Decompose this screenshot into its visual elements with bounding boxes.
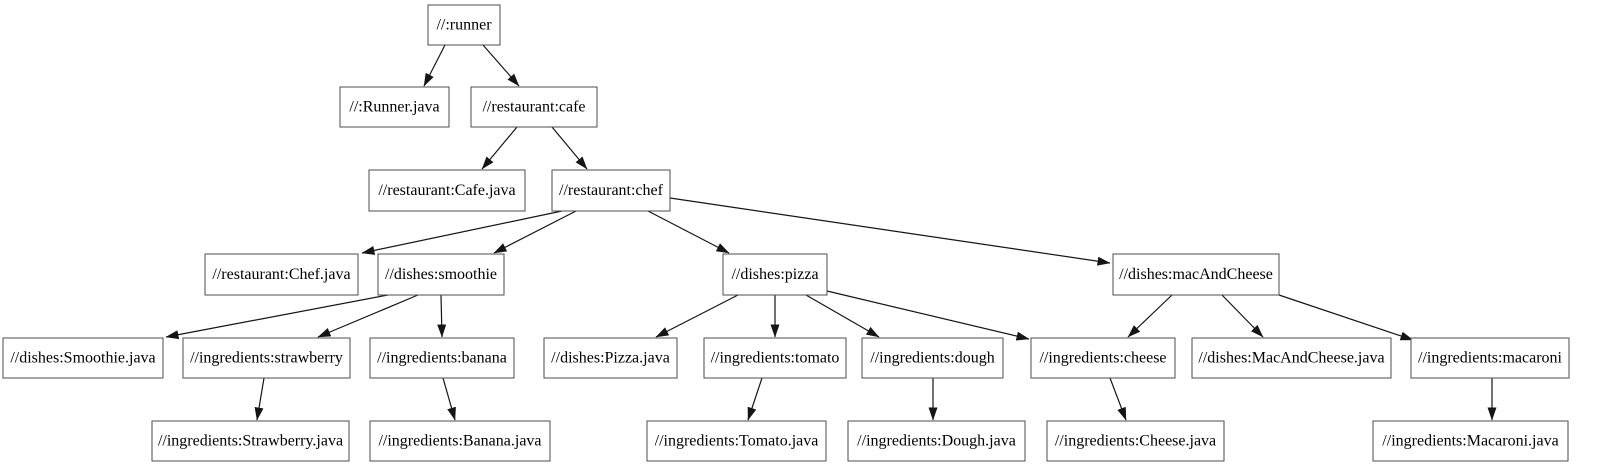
node-box-dough-java <box>847 420 1026 462</box>
node-cheese-java: //ingredients:Cheese.java <box>1046 420 1225 462</box>
node-box-pizza <box>722 253 828 296</box>
node-macaroni-java: //ingredients:Macaroni.java <box>1372 420 1569 462</box>
node-pizza: //dishes:pizza <box>722 253 828 296</box>
node-label-cafe: //restaurant:cafe <box>482 99 585 116</box>
node-label-chef: //restaurant:chef <box>559 182 664 199</box>
node-label-dough: //ingredients:dough <box>870 350 994 367</box>
edge-runner-to-runner-java <box>423 44 446 87</box>
node-mac-and-cheese: //dishes:macAndCheese <box>1112 253 1280 296</box>
node-box-smoothie-java <box>2 337 164 379</box>
node-banana: //ingredients:banana <box>369 337 515 379</box>
node-box-strawberry <box>182 337 351 379</box>
node-smoothie: //dishes:smoothie <box>377 253 505 296</box>
node-runner: //:runner <box>427 4 501 46</box>
node-box-banana-java <box>369 420 551 462</box>
node-box-cafe-java <box>368 169 526 212</box>
node-box-chef <box>551 169 671 212</box>
node-box-runner <box>427 4 501 46</box>
node-mac-and-cheese-java: //dishes:MacAndCheese.java <box>1191 337 1392 379</box>
node-label-pizza: //dishes:pizza <box>731 266 818 283</box>
node-label-strawberry: //ingredients:strawberry <box>190 350 343 367</box>
node-label-pizza-java: //dishes:Pizza.java <box>551 350 670 367</box>
node-box-smoothie <box>377 253 505 296</box>
node-label-banana-java: //ingredients:Banana.java <box>378 433 541 450</box>
node-cafe: //restaurant:cafe <box>470 86 598 128</box>
node-label-cheese-java: //ingredients:Cheese.java <box>1055 433 1216 450</box>
node-box-mac-and-cheese <box>1112 253 1280 296</box>
edge-chef-to-chef-java <box>361 210 563 255</box>
node-label-chef-java: //restaurant:Chef.java <box>212 266 350 283</box>
edge-chef-to-pizza <box>647 210 730 254</box>
node-label-smoothie-java: //dishes:Smoothie.java <box>10 350 155 367</box>
node-box-macaroni-java <box>1372 420 1569 462</box>
edge-cheese-to-cheese-java <box>1109 377 1127 421</box>
node-label-mac-and-cheese-java: //dishes:MacAndCheese.java <box>1198 350 1384 367</box>
node-label-banana: //ingredients:banana <box>377 350 507 367</box>
node-tomato: //ingredients:tomato <box>703 337 847 379</box>
edge-cafe-to-cafe-java <box>481 126 518 170</box>
edge-chef-to-mac-and-cheese <box>669 197 1111 266</box>
node-label-macaroni-java: //ingredients:Macaroni.java <box>1382 433 1558 450</box>
edge-mac-and-cheese-to-cheese <box>1127 294 1173 338</box>
node-tomato-java: //ingredients:Tomato.java <box>646 420 827 462</box>
node-box-tomato-java <box>646 420 827 462</box>
edge-pizza-to-cheese <box>826 290 1030 341</box>
node-box-tomato <box>703 337 847 379</box>
node-label-strawberry-java: //ingredients:Strawberry.java <box>158 433 343 450</box>
node-box-runner-java <box>339 86 450 128</box>
node-box-strawberry-java <box>151 420 350 462</box>
node-cheese: //ingredients:cheese <box>1030 337 1176 379</box>
node-banana-java: //ingredients:Banana.java <box>369 420 551 462</box>
edge-pizza-to-dough <box>805 294 880 338</box>
edge-cafe-to-chef <box>551 126 588 170</box>
node-label-tomato: //ingredients:tomato <box>711 350 840 367</box>
node-box-pizza-java <box>543 337 678 379</box>
node-box-cheese-java <box>1046 420 1225 462</box>
node-box-macaroni <box>1410 337 1570 379</box>
edge-smoothie-to-smoothie-java <box>165 294 389 340</box>
node-label-runner-java: //:Runner.java <box>349 99 439 116</box>
node-strawberry: //ingredients:strawberry <box>182 337 351 379</box>
node-cafe-java: //restaurant:Cafe.java <box>368 169 526 212</box>
edge-mac-and-cheese-to-macaroni <box>1278 294 1414 341</box>
edge-tomato-to-tomato-java <box>747 377 763 421</box>
edge-chef-to-smoothie <box>493 210 577 254</box>
edge-runner-to-cafe <box>482 44 520 87</box>
node-chef: //restaurant:chef <box>551 169 671 212</box>
edges-layer <box>165 44 1497 421</box>
node-label-cafe-java: //restaurant:Cafe.java <box>378 182 515 199</box>
node-label-tomato-java: //ingredients:Tomato.java <box>655 433 819 450</box>
node-label-runner: //:runner <box>436 17 492 34</box>
node-dough-java: //ingredients:Dough.java <box>847 420 1026 462</box>
node-strawberry-java: //ingredients:Strawberry.java <box>151 420 350 462</box>
node-box-chef-java <box>204 253 359 296</box>
edge-pizza-to-pizza-java <box>655 294 739 338</box>
node-runner-java: //:Runner.java <box>339 86 450 128</box>
node-box-banana <box>369 337 515 379</box>
edge-smoothie-to-banana <box>437 294 447 338</box>
node-box-cheese <box>1030 337 1176 379</box>
node-box-dough <box>861 337 1004 379</box>
node-box-cafe <box>470 86 598 128</box>
edge-banana-to-banana-java <box>442 377 456 421</box>
node-smoothie-java: //dishes:Smoothie.java <box>2 337 164 379</box>
node-chef-java: //restaurant:Chef.java <box>204 253 359 296</box>
nodes-layer: //:runner //:Runner.java //restaurant:cafe… <box>2 4 1570 462</box>
node-macaroni: //ingredients:macaroni <box>1410 337 1570 379</box>
node-label-dough-java: //ingredients:Dough.java <box>857 433 1016 450</box>
node-dough: //ingredients:dough <box>861 337 1004 379</box>
edge-smoothie-to-strawberry <box>317 294 419 338</box>
node-label-cheese: //ingredients:cheese <box>1039 350 1166 367</box>
node-box-mac-and-cheese-java <box>1191 337 1392 379</box>
node-pizza-java: //dishes:Pizza.java <box>543 337 678 379</box>
node-label-mac-and-cheese: //dishes:macAndCheese <box>1119 266 1273 283</box>
node-label-smoothie: //dishes:smoothie <box>385 266 497 283</box>
edge-mac-and-cheese-to-mac-and-cheese-java <box>1221 294 1264 338</box>
node-label-macaroni: //ingredients:macaroni <box>1418 350 1563 367</box>
edge-strawberry-to-strawberry-java <box>254 377 265 421</box>
